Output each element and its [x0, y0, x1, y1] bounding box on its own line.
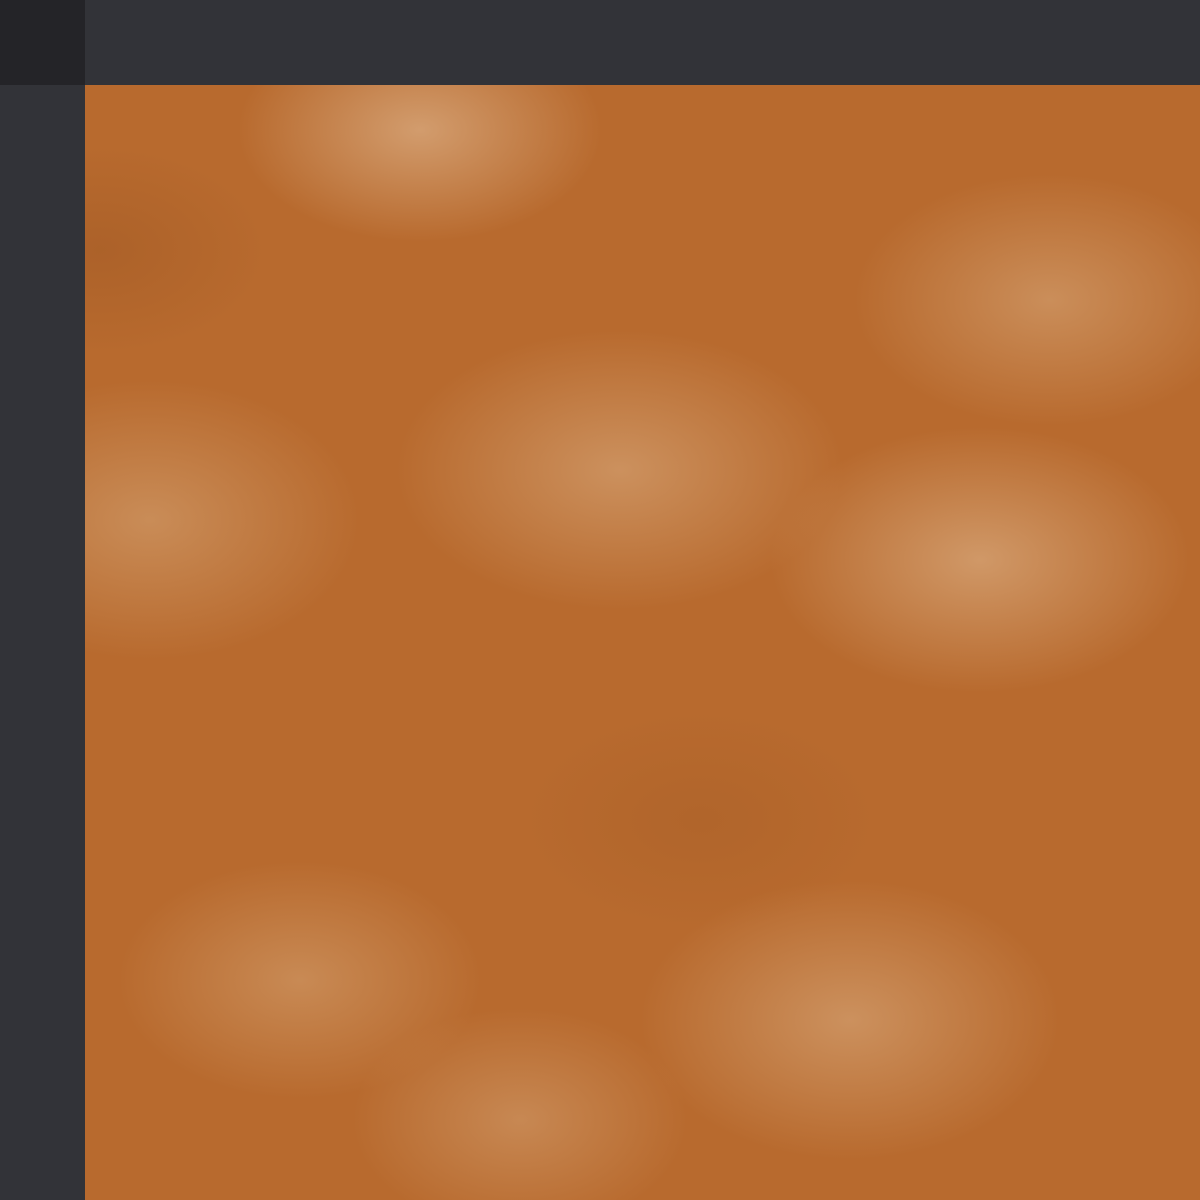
ruler-vertical [0, 0, 85, 1200]
ruler-corner [0, 0, 85, 85]
ruler-horizontal [0, 0, 1200, 85]
fabric-swatch [85, 85, 1200, 1200]
